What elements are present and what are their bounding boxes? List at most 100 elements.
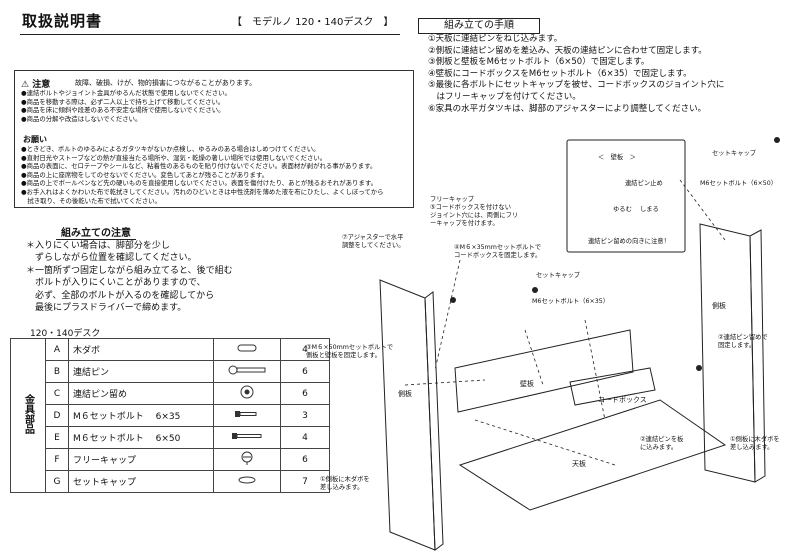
part-name: フリーキャップ [68,448,214,471]
left-side-panel [379,279,436,551]
leader-line [524,329,544,386]
inset-pin-label: 連結ピン止め [625,180,663,187]
top-label: 天板 [572,460,586,468]
note-line: ＊入りにくい場合は、脚部分を少し [26,241,170,251]
leader-line [679,179,726,241]
assembly-step: ⑤最後に各ボルトにセットキャップを被せ、コードボックスのジョイント穴に [428,80,725,91]
inset-tighten-label: しまる [640,206,659,213]
table-row: F フリーキャップ 6 [11,448,330,471]
set-cap-icon [213,470,281,493]
step4-note: ④M６×35mmセットボルトで コードボックスを固定します。 [454,244,542,259]
part-letter: B [45,360,69,383]
assembly-step: ②側板に連結ピン留めを差込み、天板の連結ピンに合わせて固定します。 [428,45,707,56]
leader-line [404,379,486,386]
request-list: ●ときどき、ボルトのゆるみによるガタツキがないか点検し、ゆるみのある場合はしめつ… [21,145,384,205]
inset-loosen-label: ゆるむ [613,206,632,213]
notes-list: ＊入りにくい場合は、脚部分を少し ずらしながら位置を確認してください。 ＊一箇所… [26,240,233,314]
step3-note: ③M６×50mmセットボルトで 側板と壁板を固定します。 [306,344,394,359]
wall-label: 壁板 [520,380,534,388]
caution-item: ●商品を床に傾斜や段差のある不安定な場所で使用しないでください。 [21,106,225,115]
parts-category: 金具部品 [10,338,46,493]
table-row: B 連結ピン 6 [11,360,330,383]
leader-line [584,319,606,421]
assembly-heading: 組み立ての手順 [418,18,540,34]
dowel-icon [213,338,281,361]
request-item: ●商品の上に座席物をしてのせないでください。変色してあとが残ることがあります。 [21,170,269,179]
page-title: 取扱説明書 [22,12,103,30]
pin-cam-icon [213,382,281,405]
request-item: 拭き取り、その後乾いた布で拭いてください。 [21,196,161,205]
table-row: C 連結ピン留め 6 [11,382,330,405]
part-letter: F [45,448,69,471]
table-row: 金具部品 A 木ダボ 4 [10,338,330,493]
part-name: 木ダボ [68,338,214,361]
caution-box: ⚠ 注意 故障、破損、けが、物的損害につながることがあります。 ●連結ボルトやジ… [14,70,414,208]
request-item: ●商品の表面に、セロテープやシールなど、粘着性のあるものを貼り付けないでください… [21,162,377,171]
parts-title: 120・140デスク [30,329,101,339]
assembly-step: ①天板に連結ピンをねじ込みます。 [428,34,563,44]
parts-table: 金具部品 A 木ダボ 4 B 連結ピン 6 C 連結ピン留め 6 D M６セット… [10,338,330,493]
right-side-label: 側板 [712,302,726,310]
part-letter: E [45,426,69,449]
cord-box-label: コードボックス [598,396,647,404]
caution-item: ●連結ボルトやジョイント金具がゆるんだ状態で使用しないでください。 [21,89,231,97]
assembly-step: ⑥家具の水平ガタツキは、脚部のアジャスターにより調整してください。 [428,103,707,114]
assembly-step: ④壁板にコードボックスをM6セットボルト（6×35）で固定します。 [428,68,692,79]
request-item: ●直射日光やストーブなどの熱が直接当たる場所や、湿気・乾燥の著しい場所では使用し… [21,153,327,162]
right-side-panel-edge [749,229,766,483]
request-item: ●ときどき、ボルトのゆるみによるガタツキがないか点検し、ゆるみのある場合はしめつ… [21,145,320,153]
step1-right-note: ①側板に木ダボを 差し込みます。 [730,436,780,451]
part-name: セットキャップ [68,470,214,493]
assembly-step: はフリーキャップを付けてください。 [428,91,581,102]
request-heading: お願い [23,135,47,144]
inset-frame [566,139,686,253]
pin-icon [213,360,281,383]
free-cap-icon [213,448,281,471]
bolt-635-label: M6セットボルト（6×35） [532,298,610,305]
bolt-icon [450,297,456,303]
note-line: ＊一箇所ずつ固定しながら組み立てると、後で組む [26,265,233,276]
caution-item: ●商品を移動する際は、必ず二人以上で持ち上げて移動してください。 [21,97,225,106]
step2-right-note: ②連結ピン留めで 固定します。 [718,334,768,349]
part-letter: D [45,404,69,427]
bolt-icon [532,287,538,293]
title-divider [20,34,400,35]
bolt-650-label: M6セットボルト（6×50） [700,180,778,187]
adjuster-note: ⑦アジャスターで水平 調整をしてください。 [342,234,405,249]
leader-line [434,259,461,371]
set-cap-label: セットキャップ [712,150,757,157]
note-line: 最後にプラスドライバーで締めます。 [26,303,187,314]
note-line: ずらしながら位置を確認してください。 [26,253,197,264]
step2-note: ②連結ピンを板 に込みます。 [640,436,684,451]
set-cap-icon [774,137,780,143]
assembly-steps: ①天板に連結ピンをねじ込みます。 ②側板に連結ピン留めを差込み、天板の連結ピンに… [428,34,724,115]
step1-left-note: ①側板に木ダボを 差し込みます。 [320,476,370,491]
left-side-label: 側板 [398,390,412,398]
inset-wall-label: ＜ 壁板 ＞ [598,154,636,161]
part-qty: 7 [280,470,330,493]
bolt-short-icon [213,404,281,427]
leader-line [474,419,616,466]
part-name: 連結ピン [68,360,214,383]
part-letter: G [45,470,69,493]
part-qty: 6 [280,382,330,405]
caution-item: ●商品の分解や改造はしないでください。 [21,114,142,123]
set-cap-label-2: セットキャップ [536,272,581,279]
part-name: M６セットボルト 6×35 [68,404,214,427]
free-cap-label: フリーキャップ [430,196,475,203]
inset-note: 連結ピン留めの向きに注意！ [588,238,670,245]
table-row: D M６セットボルト 6×35 3 [11,404,330,427]
note-line: ボルトが入りにくいことがありますので、 [26,278,206,289]
bolt-long-icon [213,426,281,449]
table-row: E M６セットボルト 6×50 4 [11,426,330,449]
table-row: G セットキャップ 7 [11,470,330,493]
part-name: 連結ピン留め [68,382,214,405]
notes-heading: 組み立ての注意 [56,224,136,240]
wall-panel [454,329,634,413]
model-name: 【 モデルノ 120・140デスク 】 [232,17,394,28]
left-side-panel-edge [424,291,444,551]
caution-description: 故障、破損、けが、物的損害につながることがあります。 [75,79,257,87]
note-line: 必ず、全部のボルトが入るのを確認してから [26,290,215,301]
assembly-step: ③側板と壁板をM6セットボルト（6×50）で固定します。 [428,57,650,68]
assembly-diagram [379,137,780,551]
